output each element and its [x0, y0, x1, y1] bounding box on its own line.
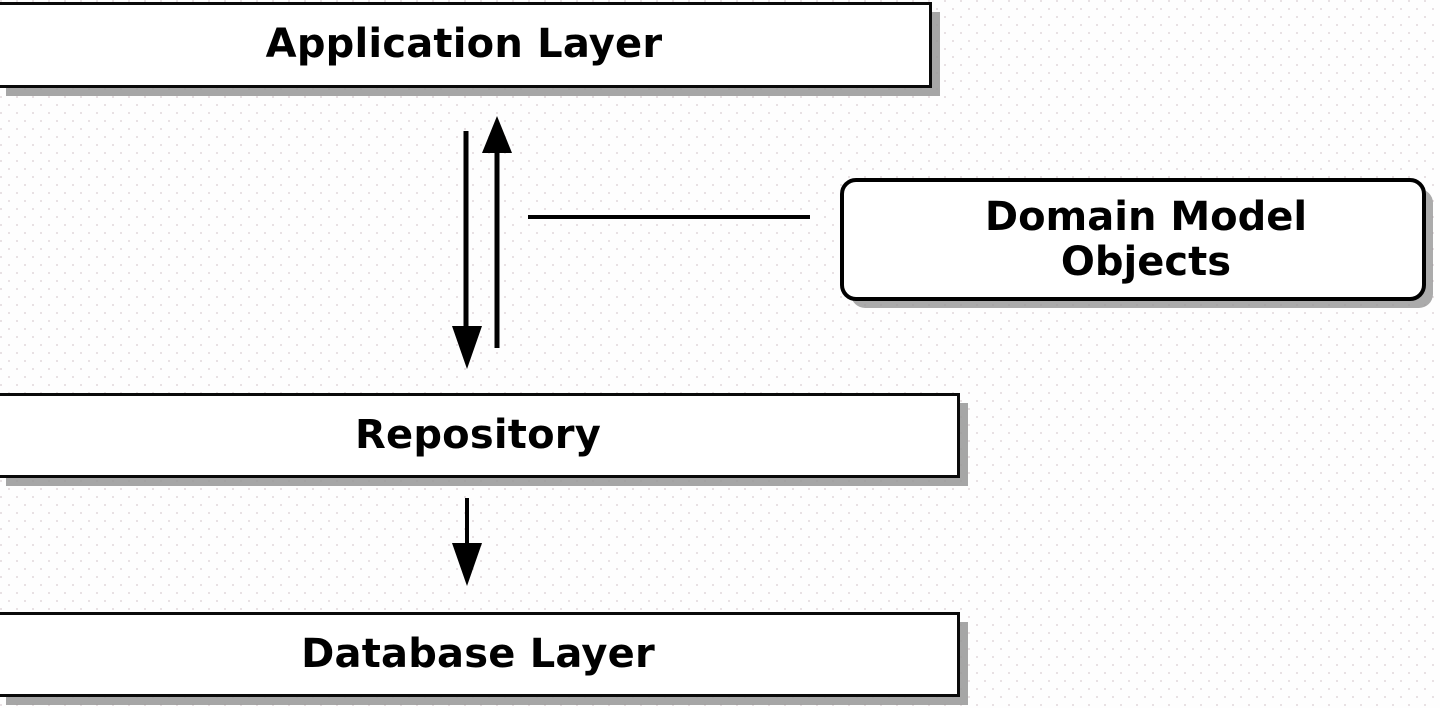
box-domain-model-objects-label-line1: Domain Model	[984, 193, 1308, 240]
box-repository[interactable]: Repository	[0, 393, 960, 478]
box-application-layer[interactable]: Application Layer	[0, 2, 932, 88]
box-database-layer-label: Database Layer	[301, 630, 655, 677]
box-database-layer[interactable]: Database Layer	[0, 612, 960, 697]
box-repository-label: Repository	[355, 411, 601, 458]
arrow-application-to-repository	[452, 131, 482, 369]
arrow-repository-to-application	[482, 116, 512, 348]
box-domain-model-objects-label-line2: Objects	[1060, 238, 1232, 285]
box-domain-model-objects[interactable]: Domain Model Objects	[840, 178, 1426, 301]
box-domain-model-objects-label: Domain Model Objects	[959, 193, 1308, 285]
arrow-repository-to-database	[452, 498, 482, 586]
box-application-layer-label: Application Layer	[265, 21, 663, 68]
